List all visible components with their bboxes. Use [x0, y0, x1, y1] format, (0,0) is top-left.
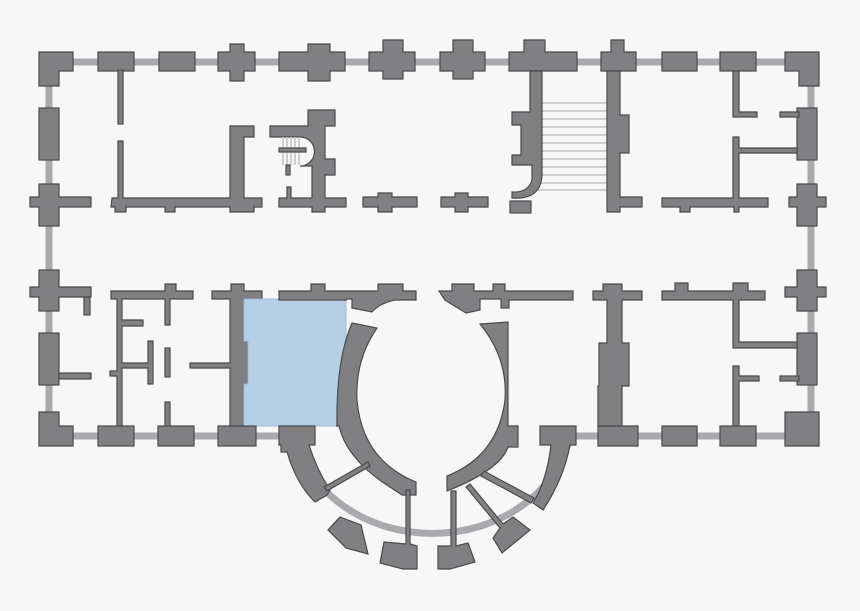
highlighted-room[interactable]: [243, 298, 347, 427]
east-wall: [784, 107, 827, 447]
radial-wall: [323, 461, 371, 492]
oval-room: [336, 321, 519, 496]
pier: [661, 51, 698, 72]
room-walls: [110, 125, 263, 213]
stair-post: [285, 164, 291, 176]
portico-pier-east: [532, 425, 577, 511]
cross-pier: [278, 43, 346, 82]
north-east-rooms: [661, 70, 800, 213]
pier: [597, 425, 639, 447]
portico-pier: [379, 489, 418, 570]
pier: [796, 107, 818, 161]
south-portico: [278, 425, 577, 570]
pier-stair-east: [600, 39, 637, 72]
stair-rail: [278, 147, 307, 153]
grand-stair-steps: [538, 102, 607, 191]
corner-pier-sw: [38, 411, 74, 447]
pier: [38, 107, 60, 161]
grand-staircase: [509, 70, 643, 214]
pier: [157, 425, 195, 447]
pier: [719, 51, 757, 72]
wall-stub: [58, 372, 92, 380]
room-divider: [592, 283, 643, 427]
wall-stub: [164, 401, 171, 428]
radial-wall: [480, 470, 535, 504]
corridor-south-wall: [278, 282, 800, 427]
corner-pier-nw: [38, 51, 74, 87]
pier-stair-west: [508, 39, 578, 72]
pier: [509, 200, 532, 214]
pier: [661, 425, 698, 447]
pier: [97, 425, 135, 447]
wall-stub: [732, 70, 758, 118]
north-wall: [38, 39, 820, 125]
cross-pier: [788, 183, 827, 227]
cross-pier: [29, 183, 92, 227]
service-staircase-block: [269, 109, 347, 213]
corridor-north-wall: [362, 192, 489, 213]
wall-stub: [164, 347, 171, 378]
portico-pier: [327, 516, 369, 555]
pier: [97, 51, 135, 72]
stair-west-wall: [511, 70, 543, 199]
cross-pier: [29, 269, 92, 312]
oval-east-wall: [446, 321, 519, 492]
portico-pier-west: [278, 425, 331, 503]
west-wall: [29, 107, 92, 447]
corner-pier-se: [784, 411, 820, 447]
pier: [38, 332, 60, 386]
wall-stub: [83, 296, 91, 316]
cross-pier: [784, 269, 827, 312]
cross-pier: [217, 43, 256, 82]
stair-walls: [269, 109, 347, 213]
portico-pier: [465, 483, 531, 554]
oval-west-wall: [336, 322, 417, 496]
stair-east-wall: [606, 70, 643, 213]
pier: [217, 425, 257, 447]
room-walls: [109, 283, 194, 427]
cross-pier: [439, 39, 486, 80]
highlighted-room-fill: [243, 298, 347, 427]
pier: [796, 332, 818, 386]
corner-pier-ne: [784, 51, 820, 87]
portico-pier: [437, 490, 476, 570]
room-walls: [661, 136, 798, 213]
south-wall: [97, 425, 757, 447]
wall-stub: [117, 69, 124, 125]
south-west-rooms: [109, 283, 263, 428]
pier: [719, 425, 757, 447]
pier: [158, 51, 196, 72]
wall-stub: [779, 375, 800, 382]
north-west-rooms: [110, 125, 263, 213]
cross-pier: [368, 39, 416, 80]
